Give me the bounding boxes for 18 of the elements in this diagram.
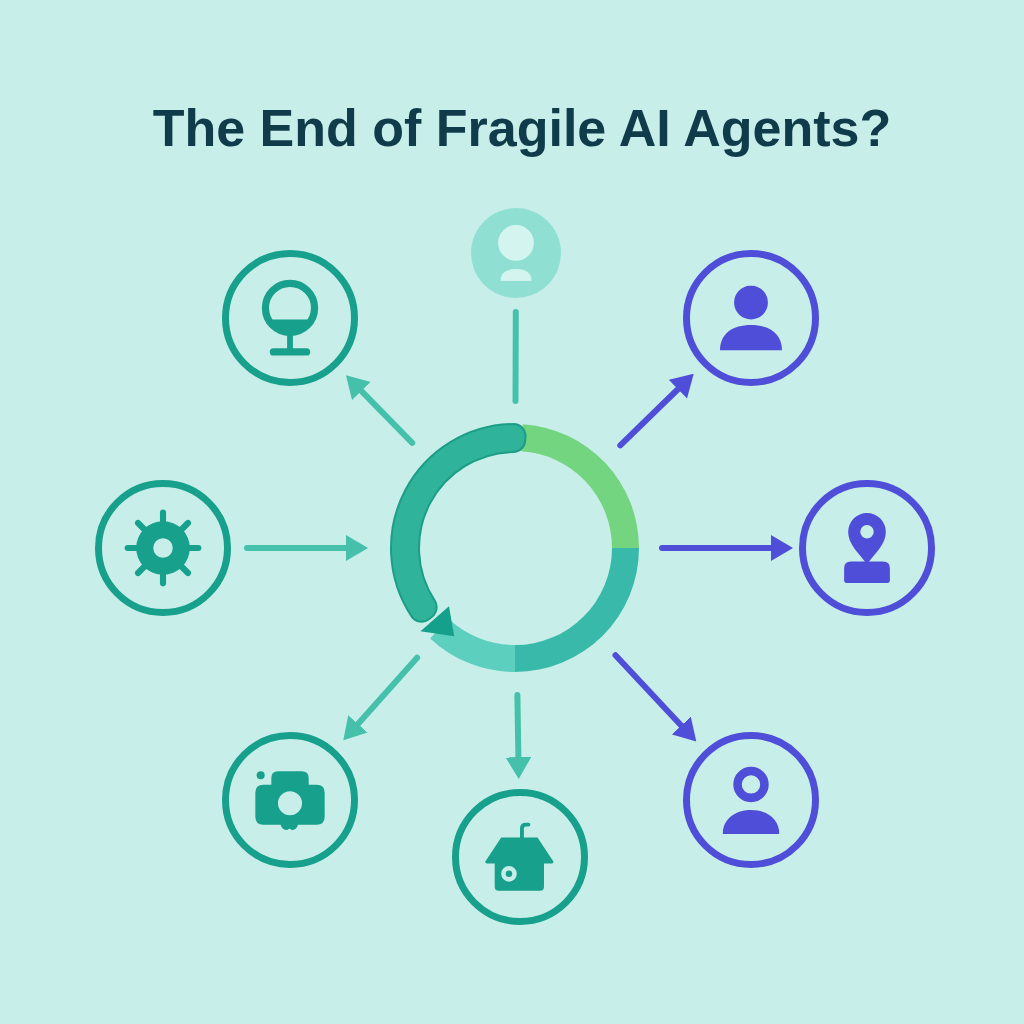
arrow (612, 652, 697, 742)
connector-line (512, 309, 519, 404)
arrow (345, 375, 416, 446)
outlined-circle (683, 732, 819, 868)
arrow (244, 535, 368, 561)
cycle-ring (390, 423, 640, 673)
title: The End of Fragile AI Agents? (152, 98, 892, 158)
outlined-circle (222, 250, 358, 386)
outlined-circle (222, 732, 358, 868)
arrow (617, 373, 694, 449)
arrow (505, 692, 532, 779)
outlined-circle (799, 480, 935, 616)
outlined-circle (452, 789, 588, 925)
outlined-circle (683, 250, 819, 386)
arrow (659, 535, 793, 561)
arrow (343, 654, 421, 741)
filled-circle (471, 208, 561, 298)
outlined-circle (95, 480, 231, 616)
